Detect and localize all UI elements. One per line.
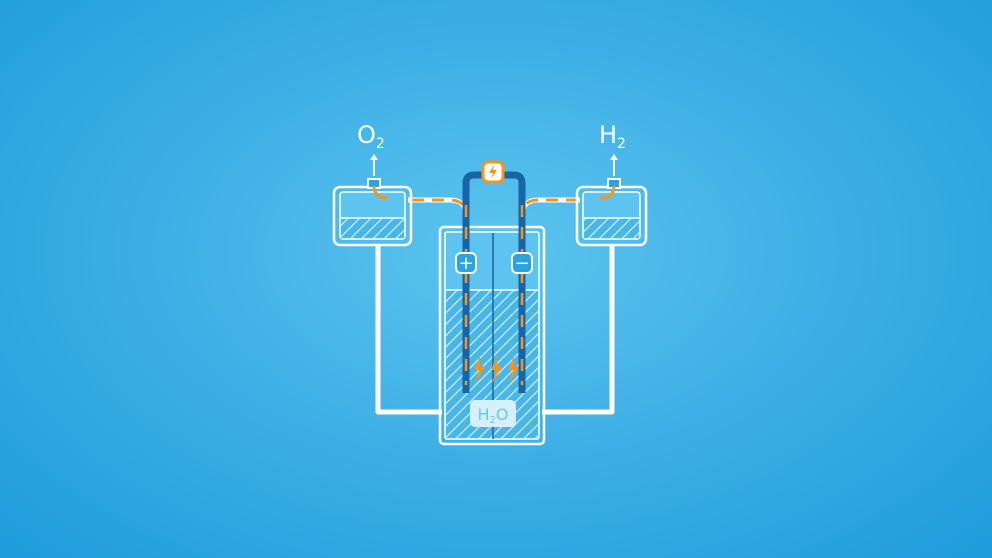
water-label: H2O	[470, 400, 516, 427]
lightning-icon	[474, 355, 485, 384]
svg-text:−: −	[514, 253, 529, 274]
cathode-terminal: −	[511, 252, 533, 274]
left-return-pipe	[375, 245, 442, 415]
oxygen-label: O2	[357, 121, 385, 152]
right-return-pipe	[542, 245, 615, 415]
anode-terminal: +	[455, 252, 477, 274]
hydrogen-tank: H2	[575, 121, 648, 247]
power-source	[481, 160, 505, 184]
svg-text:H2O: H2O	[478, 405, 509, 426]
arrow-up-icon	[370, 154, 378, 176]
lightning-icon	[508, 355, 519, 384]
oxygen-tank: O2	[332, 121, 413, 247]
svg-text:+: +	[458, 253, 473, 274]
lightning-icon	[491, 355, 502, 384]
reaction-sparks	[474, 355, 519, 384]
hydrogen-label: H2	[599, 121, 626, 152]
arrow-up-icon	[610, 154, 618, 176]
lightning-icon	[489, 165, 497, 179]
